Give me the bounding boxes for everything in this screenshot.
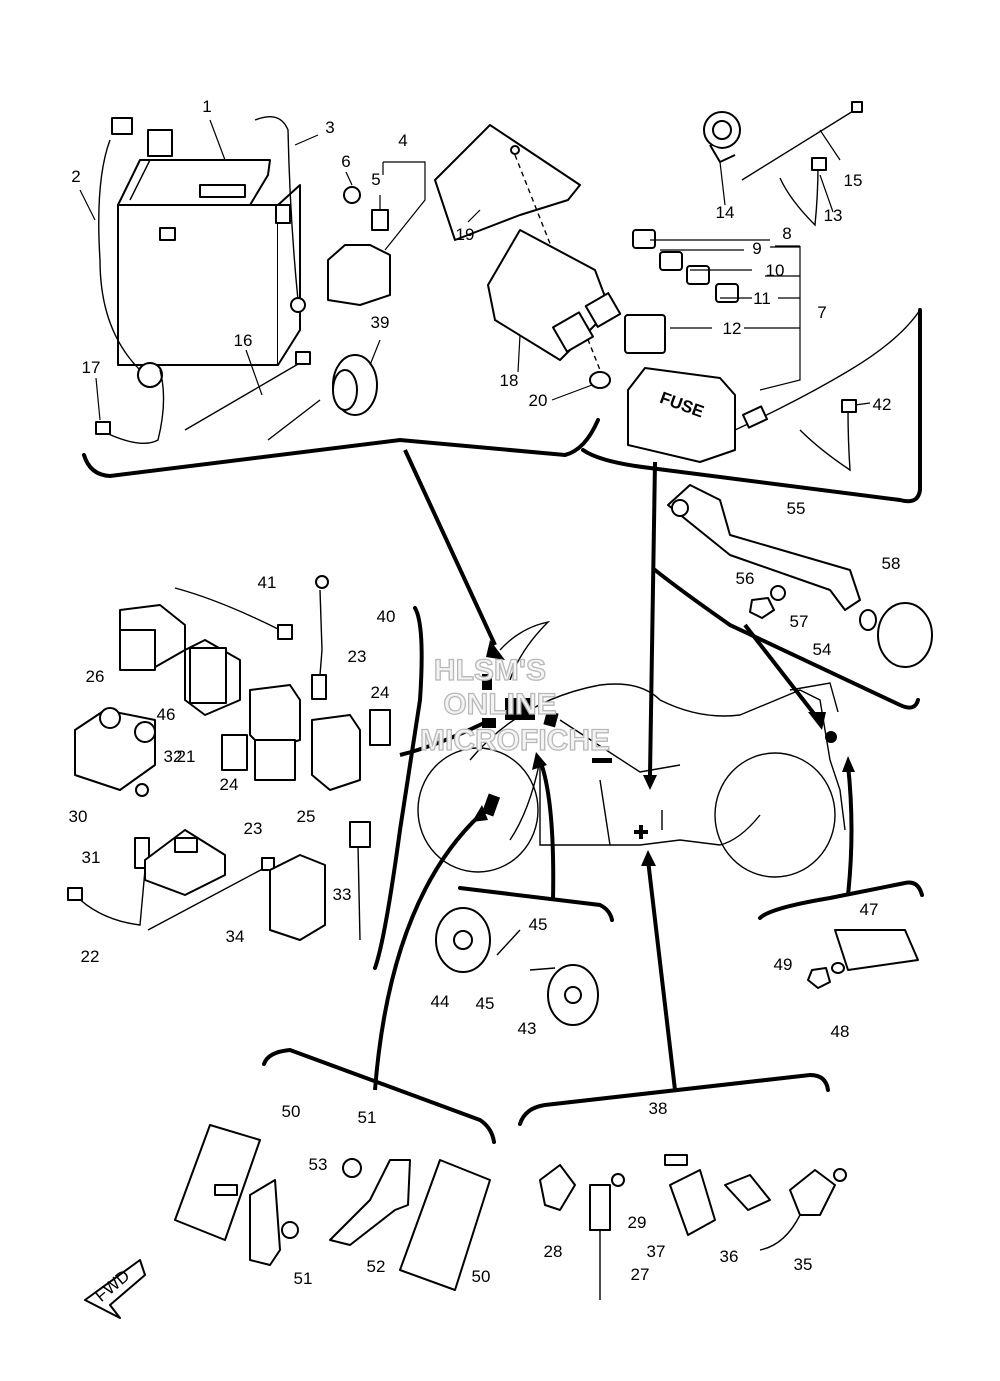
callout-33: 33: [333, 885, 352, 904]
callout-20: 20: [529, 391, 548, 410]
callout-12: 12: [723, 319, 742, 338]
callout-56: 56: [736, 569, 755, 588]
callout-34: 34: [226, 927, 245, 946]
callout-4: 4: [398, 131, 407, 150]
relays-group: [119, 604, 391, 791]
callout-41: 41: [258, 573, 277, 592]
sensor-27-28-29: [539, 1164, 625, 1300]
callout-21: 21: [177, 747, 196, 766]
harness-and-ties: [67, 575, 329, 931]
callout-50: 50: [282, 1102, 301, 1121]
callout-53: 53: [309, 1155, 328, 1174]
callout-2: 2: [71, 167, 80, 186]
watermark-line-3: MICROFICHE: [420, 724, 610, 757]
watermark-line-2: ONLINE: [443, 688, 556, 721]
cable-tie-16: [184, 351, 311, 431]
callout-45-2: 45: [476, 994, 495, 1013]
callout-48: 48: [831, 1022, 850, 1041]
callout-55: 55: [787, 499, 806, 518]
callout-9: 9: [752, 239, 761, 258]
bracket-55: [667, 484, 933, 668]
callout-13: 13: [824, 206, 843, 225]
pointer-lines: [373, 449, 855, 1091]
callout-54: 54: [813, 640, 832, 659]
callout-27: 27: [631, 1265, 650, 1284]
callout-28: 28: [544, 1242, 563, 1261]
callout-57: 57: [790, 612, 809, 631]
motorcycle-outline: [417, 620, 846, 878]
leader-lines: [79, 119, 871, 421]
callout-50-2: 50: [472, 1267, 491, 1286]
module-21: [144, 829, 226, 896]
bracket-52: [329, 1158, 411, 1246]
group-frames: [82, 308, 924, 1144]
callout-51: 51: [358, 1108, 377, 1127]
callout-24-2: 24: [220, 775, 239, 794]
cable-ties-13-15-42: [741, 101, 863, 472]
reflector-47: [807, 929, 919, 989]
callout-46: 46: [157, 705, 176, 724]
callout-23: 23: [348, 647, 367, 666]
clamp-14: [703, 111, 741, 163]
callout-8: 8: [782, 224, 791, 243]
switch-35-36-37: [664, 1154, 847, 1251]
callout-30: 30: [69, 807, 88, 826]
callout-40: 40: [377, 607, 396, 626]
callout-31: 31: [82, 848, 101, 867]
callout-39: 39: [371, 313, 390, 332]
callout-labels: 1234567891011121314151617181920212223232…: [69, 97, 901, 1288]
callout-1: 1: [202, 97, 211, 116]
callout-23-2: 23: [244, 819, 263, 838]
callout-36: 36: [720, 1247, 739, 1266]
callout-15: 15: [844, 171, 863, 190]
cable-tie-17: [95, 369, 165, 444]
switch-30: [74, 707, 156, 869]
callout-45: 45: [529, 915, 548, 934]
band-33: [349, 821, 371, 941]
fuses: [624, 229, 739, 354]
callout-29: 29: [628, 1213, 647, 1232]
relay-25: [269, 854, 326, 941]
callout-7: 7: [817, 303, 826, 322]
callout-37: 37: [647, 1242, 666, 1261]
callout-3: 3: [325, 118, 334, 137]
callout-32: 32: [164, 747, 183, 766]
callout-26: 26: [86, 667, 105, 686]
watermark-line-1: HLSM'S: [434, 654, 546, 687]
callout-42: 42: [873, 395, 892, 414]
callout-47: 47: [860, 900, 879, 919]
callout-52: 52: [367, 1257, 386, 1276]
reflector-50-right: [399, 1159, 491, 1291]
fuse-box: FUSE: [627, 309, 921, 463]
callout-49: 49: [774, 955, 793, 974]
callout-19: 19: [456, 225, 475, 244]
fwd-arrow: FWD: [84, 1259, 146, 1319]
callout-6: 6: [341, 152, 350, 171]
callout-43: 43: [518, 1019, 537, 1038]
callout-18: 18: [500, 371, 519, 390]
callout-11: 11: [753, 289, 771, 308]
battery-cables: [98, 116, 306, 388]
callout-38: 38: [649, 1099, 668, 1118]
callout-17: 17: [82, 358, 101, 377]
callout-25: 25: [297, 807, 316, 826]
watermark: HLSM'S ONLINE MICROFICHE: [419, 653, 610, 757]
callout-14: 14: [716, 203, 735, 222]
callout-5: 5: [371, 170, 380, 189]
horns: [435, 907, 599, 1026]
callout-16: 16: [234, 331, 253, 350]
callout-51-2: 51: [294, 1269, 313, 1288]
callout-10: 10: [766, 261, 785, 280]
callout-35: 35: [794, 1255, 813, 1274]
callout-58: 58: [882, 554, 901, 573]
callout-24: 24: [371, 683, 390, 702]
battery: [117, 159, 301, 366]
callout-22: 22: [81, 947, 100, 966]
starter-relay: [327, 186, 391, 306]
callout-44: 44: [431, 992, 450, 1011]
ecu: [487, 229, 622, 389]
socket-39: [267, 354, 378, 441]
reflector-50-left: [174, 1124, 299, 1266]
